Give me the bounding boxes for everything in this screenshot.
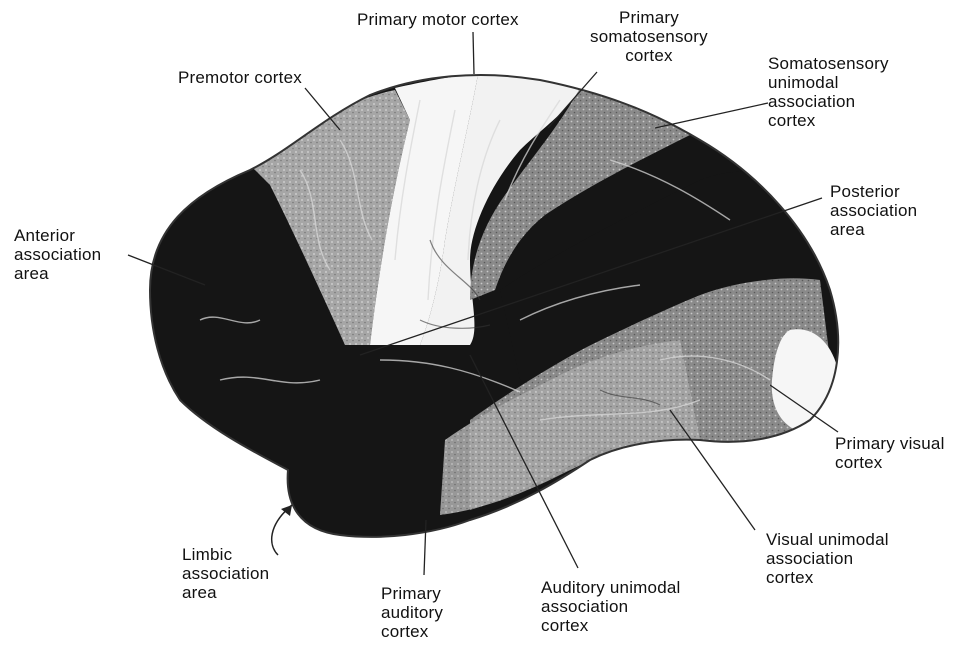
label-limbic-association-area: Limbic association area bbox=[182, 545, 269, 602]
label-primary-visual-cortex: Primary visual cortex bbox=[835, 434, 945, 472]
label-primary-motor-cortex: Primary motor cortex bbox=[357, 10, 519, 29]
label-somatosensory-unimodal-association-cortex: Somatosensory unimodal association corte… bbox=[768, 54, 889, 130]
label-premotor-cortex: Premotor cortex bbox=[178, 68, 302, 87]
label-primary-somatosensory-cortex: Primary somatosensory cortex bbox=[590, 8, 708, 65]
label-auditory-unimodal-association-cortex: Auditory unimodal association cortex bbox=[541, 578, 680, 635]
label-posterior-association-area: Posterior association area bbox=[830, 182, 917, 239]
label-visual-unimodal-association-cortex: Visual unimodal association cortex bbox=[766, 530, 889, 587]
label-primary-auditory-cortex: Primary auditory cortex bbox=[381, 584, 443, 641]
label-anterior-association-area: Anterior association area bbox=[14, 226, 101, 283]
